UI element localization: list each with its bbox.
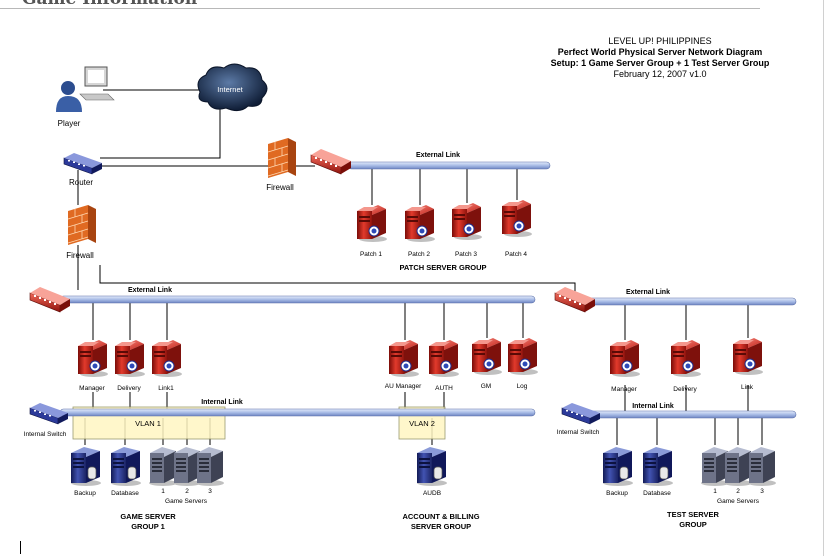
firewall-left-icon: [67, 204, 97, 246]
main-link1-label: Link1: [158, 385, 174, 392]
patch-server-2-icon: [404, 204, 436, 243]
audb-label: AUDB: [423, 490, 441, 497]
patch-server-3-icon: [451, 202, 483, 241]
main-internal-bus: [59, 408, 536, 417]
patch-external-link-label: External Link: [416, 152, 460, 159]
test-internal-switch-icon: [561, 402, 601, 425]
vlan2-label: VLAN 2: [409, 419, 435, 428]
account-group-label-2: SERVER GROUP: [411, 522, 471, 531]
main-game-server-3-icon: [196, 447, 224, 486]
test-delivery-server-icon: [670, 339, 702, 378]
firewall-top-label: Firewall: [266, 183, 294, 192]
audb-server-icon: [416, 446, 448, 487]
diagram-title-line4: February 12, 2007 v1.0: [613, 69, 707, 79]
text-cursor: [20, 541, 21, 554]
main-external-link-label: External Link: [128, 287, 172, 294]
player-label: Player: [58, 119, 81, 128]
test-game-server-1-icon: [701, 447, 729, 486]
test-manager-label: Manager: [611, 386, 637, 393]
internet-cloud-icon: [197, 63, 268, 112]
test-database-server-icon: [642, 446, 674, 487]
firewall-top-icon: [267, 137, 297, 179]
test-group-label-2: GROUP: [679, 520, 707, 529]
log-server-icon: [507, 337, 539, 376]
main-link1-server-icon: [151, 339, 183, 378]
main-game-server-2-icon: [173, 447, 201, 486]
firewall-left-label: Firewall: [66, 251, 94, 260]
auth-label: AUTH: [435, 385, 453, 392]
test-game-server-2-icon: [724, 447, 752, 486]
patch-switch-icon: [310, 148, 352, 175]
main-internal-switch-icon: [29, 402, 69, 425]
game-group-label-1: GAME SERVER: [120, 512, 176, 521]
test-game-server-2-label: 2: [736, 488, 740, 495]
test-game-server-3-icon: [748, 447, 776, 486]
test-group-label-1: TEST SERVER: [667, 510, 720, 519]
patch-server-1-icon: [356, 204, 388, 243]
main-game-server-1-icon: [149, 447, 177, 486]
main-backup-server-icon: [70, 446, 102, 487]
internet-label: Internet: [217, 85, 243, 94]
main-external-switch-icon: [29, 286, 71, 313]
patch-server-3-label: Patch 3: [455, 251, 477, 258]
log-label: Log: [517, 383, 528, 390]
header-title-cut: Game Information: [22, 0, 197, 9]
main-external-bus: [59, 295, 536, 304]
gm-label: GM: [481, 383, 491, 390]
vlan1-label: VLAN 1: [135, 419, 161, 428]
router-label: Router: [69, 178, 93, 187]
main-database-label: Database: [111, 490, 139, 497]
patch-server-2-label: Patch 2: [408, 251, 430, 258]
au-manager-label: AU Manager: [385, 383, 422, 390]
main-internal-link-label: Internal Link: [201, 399, 243, 406]
main-game-server-3-label: 3: [208, 488, 212, 495]
test-game-servers-label: Game Servers: [717, 498, 760, 505]
test-delivery-label: Delivery: [673, 386, 697, 393]
test-game-server-3-label: 3: [760, 488, 764, 495]
test-backup-server-icon: [602, 446, 634, 487]
top-header-bar: Game Information: [0, 0, 760, 9]
patch-server-1-label: Patch 1: [360, 251, 382, 258]
main-internal-switch-label: Internal Switch: [24, 431, 67, 438]
patch-group-label: PATCH SERVER GROUP: [399, 263, 486, 272]
test-backup-label: Backup: [606, 490, 628, 497]
main-manager-server-icon: [77, 339, 109, 378]
main-backup-label: Backup: [74, 490, 96, 497]
main-game-servers-label: Game Servers: [165, 498, 208, 505]
main-game-server-2-label: 2: [185, 488, 189, 495]
au-manager-server-icon: [388, 339, 420, 378]
page-edge-line: [823, 0, 824, 556]
test-external-bus: [587, 297, 797, 306]
diagram-title-line2: Perfect World Physical Server Network Di…: [557, 47, 763, 57]
test-link-label: Link: [741, 384, 754, 391]
gm-server-icon: [471, 337, 503, 376]
main-delivery-label: Delivery: [117, 385, 141, 392]
auth-server-icon: [428, 339, 460, 378]
test-internal-switch-label: Internal Switch: [557, 429, 600, 436]
patch-external-bus: [347, 161, 551, 170]
test-external-link-label: External Link: [626, 289, 670, 296]
diagram-title-line1: LEVEL UP! PHILIPPINES: [608, 36, 712, 46]
test-manager-server-icon: [609, 339, 641, 378]
test-database-label: Database: [643, 490, 671, 497]
patch-server-4-label: Patch 4: [505, 251, 527, 258]
main-game-server-1-label: 1: [161, 488, 165, 495]
main-database-server-icon: [110, 446, 142, 487]
test-internal-link-label: Internal Link: [632, 403, 674, 410]
game-group-label-2: GROUP 1: [131, 522, 165, 531]
test-link-server-icon: [732, 337, 764, 376]
test-internal-bus: [589, 410, 797, 419]
player-icon: [56, 66, 115, 112]
main-manager-label: Manager: [79, 385, 105, 392]
router-icon: [63, 152, 103, 175]
account-group-label-1: ACCOUNT & BILLING: [402, 512, 479, 521]
patch-server-4-icon: [501, 199, 533, 238]
diagram-title-line3: Setup: 1 Game Server Group + 1 Test Serv…: [550, 58, 770, 68]
main-delivery-server-icon: [114, 339, 146, 378]
test-game-server-1-label: 1: [713, 488, 717, 495]
